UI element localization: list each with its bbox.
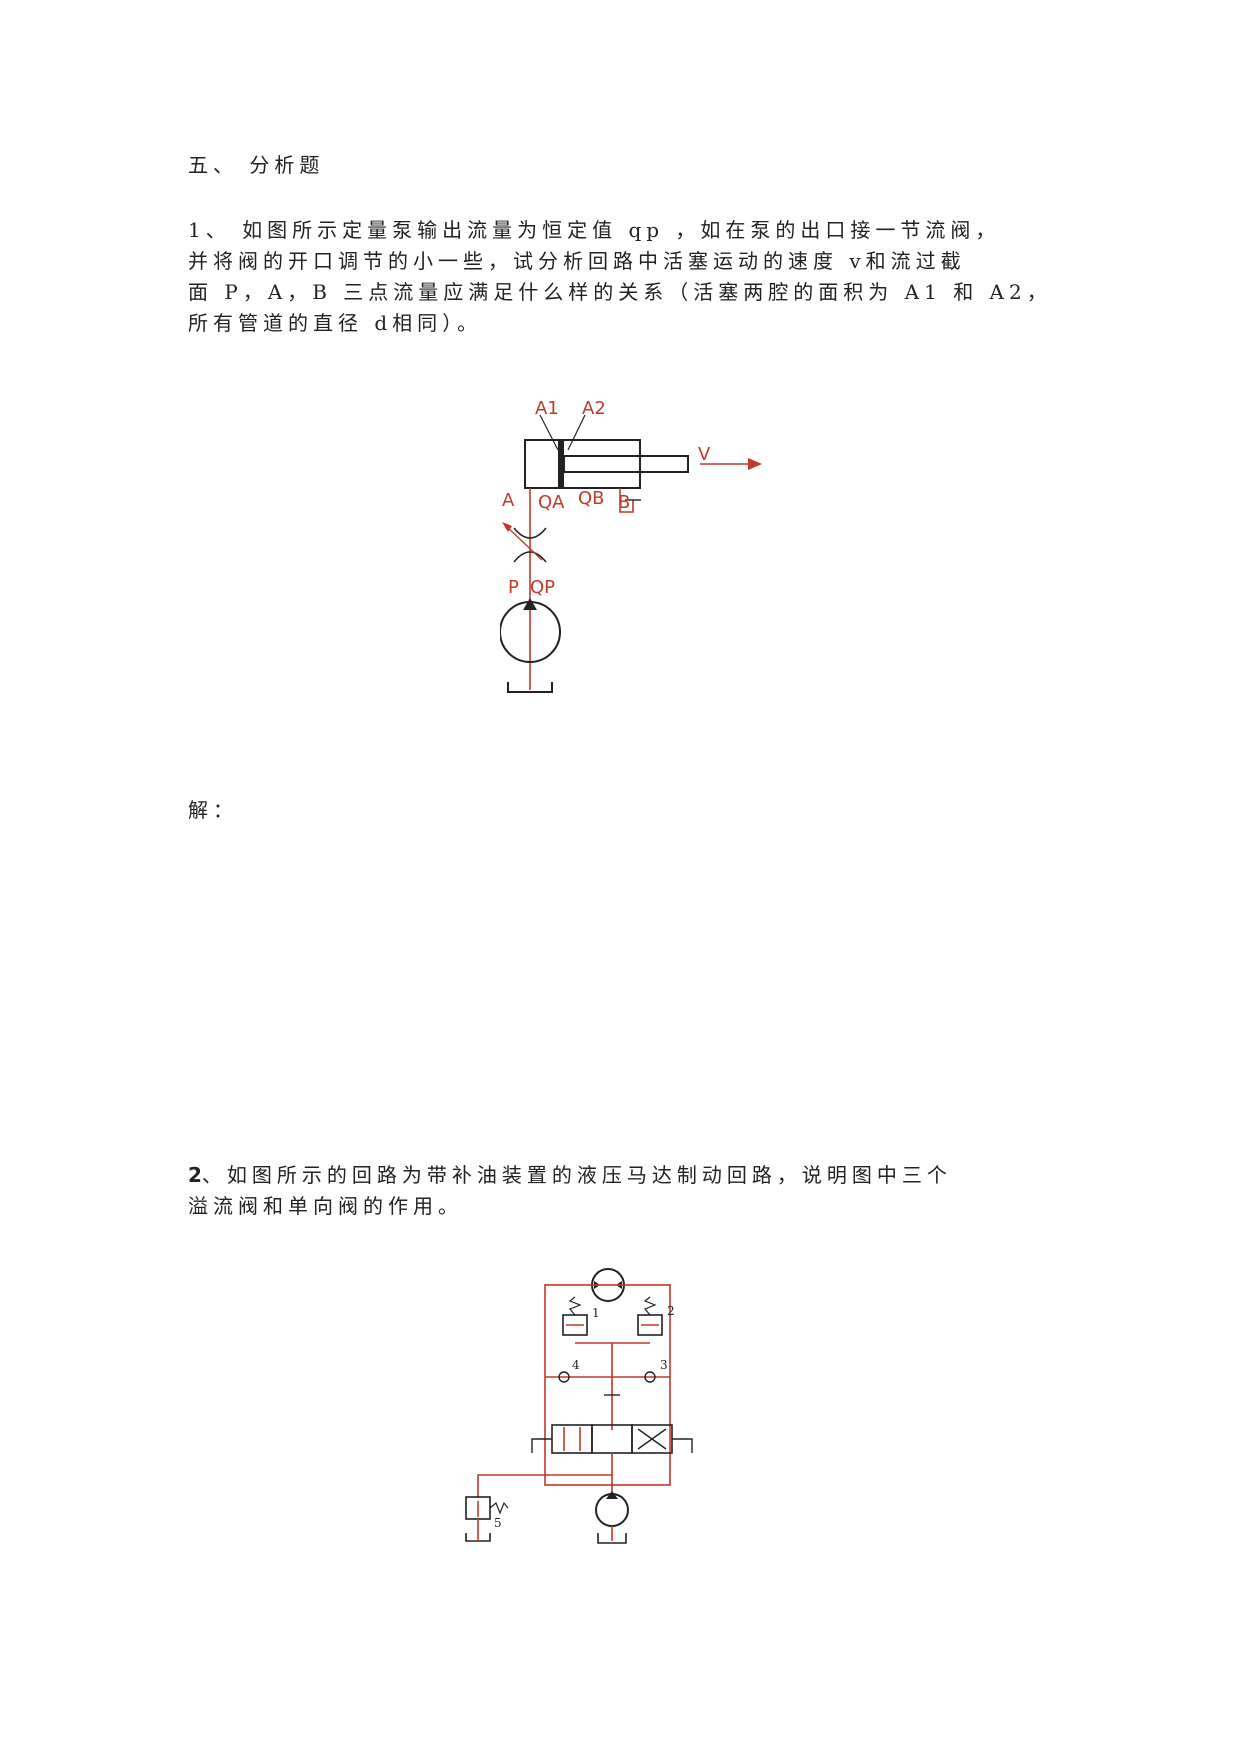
label-qb: QB xyxy=(578,488,605,509)
q2-line-2: 溢流阀和单向阀的作用。 xyxy=(188,1194,463,1218)
dir-valve-left xyxy=(551,1424,593,1454)
label-a1: A1 xyxy=(535,400,559,419)
outer-loop xyxy=(544,1284,671,1486)
check-valve-4 xyxy=(558,1371,570,1383)
number-3: 3 xyxy=(660,1358,668,1372)
q2-number: 2 xyxy=(188,1163,202,1187)
label-v: V xyxy=(698,444,711,465)
answer-label: 解： xyxy=(188,798,238,822)
question-2: 2、如图所示的回路为带补油装置的液压马达制动回路，说明图中三个 溢流阀和单向阀的… xyxy=(188,1160,1068,1222)
figure-2-motor-brake-circuit: 1 2 4 3 5 xyxy=(465,1268,693,1544)
q2-line-1: 2、如图所示的回路为带补油装置的液压马达制动回路，说明图中三个 xyxy=(188,1160,1068,1191)
label-qp: QP xyxy=(530,577,555,598)
pipe-b xyxy=(619,488,634,513)
label-a: A xyxy=(502,490,515,511)
number-2: 2 xyxy=(667,1304,675,1318)
throttle-valve-top xyxy=(513,527,547,539)
figure-1-cylinder-circuit: A1 A2 V A QA QB B P QP xyxy=(500,400,762,693)
number-5: 5 xyxy=(494,1516,502,1530)
piston-rod xyxy=(563,455,689,473)
number-4: 4 xyxy=(572,1358,580,1372)
tank-2 xyxy=(597,1533,627,1544)
section-heading: 五、 分析题 xyxy=(188,153,325,177)
tank xyxy=(507,682,553,693)
q2-line-1-text: 、如图所示的回路为带补油装置的液压马达制动回路，说明图中三个 xyxy=(201,1163,952,1187)
label-qa: QA xyxy=(538,492,565,513)
check-valve-3 xyxy=(644,1371,656,1383)
pump-arrow xyxy=(523,598,537,610)
piston xyxy=(558,440,564,488)
question-1: 1、 如图所示定量泵输出流量为恒定值 qp ，如在泵的出口接一节流阀， 并将阀的… xyxy=(188,215,1068,339)
q1-line-3: 面 P，A，B 三点流量应满足什么样的关系（活塞两腔的面积为 A1 和 A2， xyxy=(188,280,1052,304)
q1-line-1: 1、 如图所示定量泵输出流量为恒定值 qp ，如在泵的出口接一节流阀， xyxy=(188,218,1001,242)
label-b: B xyxy=(618,492,630,513)
number-1: 1 xyxy=(592,1306,600,1320)
cylinder-body xyxy=(524,439,641,489)
throttle-valve-bottom xyxy=(513,551,547,563)
label-p: P xyxy=(508,577,519,598)
q1-line-4: 所有管道的直径 d相同）。 xyxy=(188,311,483,335)
label-a2: A2 xyxy=(582,400,606,419)
q1-line-2: 并将阀的开口调节的小一些，试分析回路中活塞运动的速度 v和流过截 xyxy=(188,249,966,273)
